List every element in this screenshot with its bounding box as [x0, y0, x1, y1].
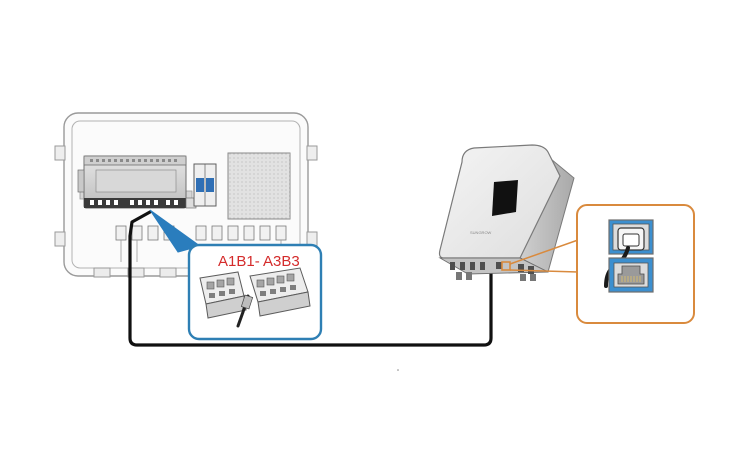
inverter-comm-port — [501, 261, 511, 271]
rj45-port-lower — [608, 257, 654, 293]
stray-dot — [397, 369, 399, 371]
circuit-breaker — [193, 163, 217, 207]
terminal-callout: A1B1- A3B3 — [149, 209, 323, 341]
port-callout-pointer — [509, 239, 579, 273]
terminal-connector-left — [199, 271, 247, 319]
logger-module — [77, 155, 197, 209]
inverter-brand: SUNGROW — [470, 230, 492, 235]
callout-pointer — [149, 209, 202, 253]
port-callout — [509, 204, 695, 324]
power-supply-panel — [227, 152, 291, 220]
terminal-connector-right — [249, 267, 311, 317]
communication-cable — [128, 210, 493, 347]
inverter-display — [492, 180, 518, 216]
inverter: SUNGROW — [438, 144, 575, 281]
terminal-label: A1B1- A3B3 — [218, 253, 300, 270]
